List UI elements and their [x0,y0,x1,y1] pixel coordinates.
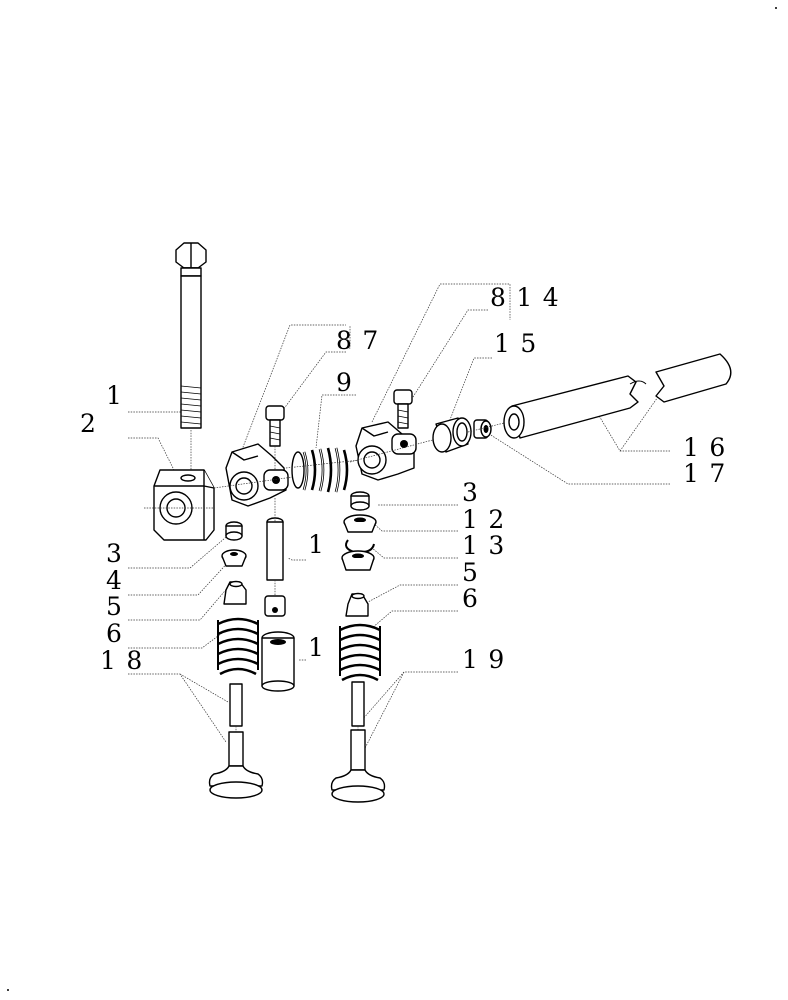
rotator-right [343,514,377,533]
spring-retainer-right [341,550,375,571]
valve-cap-right [350,491,370,511]
callout-2: 2 [80,409,106,438]
callout-3-right: 3 [462,478,488,507]
callout-12: 12 [462,505,515,534]
callout-814: 814 [490,283,569,312]
callout-3-left: 3 [106,539,132,568]
rocker-support-bracket [144,469,215,541]
leader-lines [128,283,670,755]
shaft-plug [467,419,509,439]
rocker-arm-right [349,421,441,481]
callout-17: 17 [683,459,736,488]
callout-18: 18 [100,646,153,675]
spacer-spring [285,447,361,493]
scan-dot [7,989,9,991]
callout-9: 9 [336,368,362,397]
scan-dot [775,7,777,9]
callout-labels: 1 2 3 4 5 6 18 87 9 814 15 16 17 3 12 13… [80,283,736,675]
callout-1-tappet: 1 [308,633,334,662]
valve-spring-right [339,623,381,682]
valve-cap-left [225,521,243,541]
adjust-screw-left [265,405,285,470]
callout-1-pushrod: 1 [308,530,334,559]
valve-left [208,683,264,799]
adjust-screw-right [393,389,413,429]
spring-retainer-left [221,549,247,567]
callout-19: 19 [462,645,515,674]
callout-87: 87 [336,326,389,355]
callout-13: 13 [462,531,515,560]
spacer-ring [432,417,472,453]
tappet [261,631,295,692]
callout-15: 15 [494,329,547,358]
callout-5-right: 5 [462,558,488,587]
callout-6-right: 6 [462,584,488,613]
pushrod [264,498,286,617]
callout-16: 16 [683,433,736,462]
callout-4: 4 [106,566,132,595]
callout-1: 1 [106,381,132,410]
valve-collets-left [223,580,247,605]
callout-6-left: 6 [106,619,132,648]
rocker-shaft [503,353,732,439]
rocker-arm-left [213,443,301,507]
long-bolt [175,242,207,470]
valve-spring-left [217,617,259,676]
valve-collets-right [345,592,369,617]
callout-5-left: 5 [106,592,132,621]
valve-right [330,681,386,803]
